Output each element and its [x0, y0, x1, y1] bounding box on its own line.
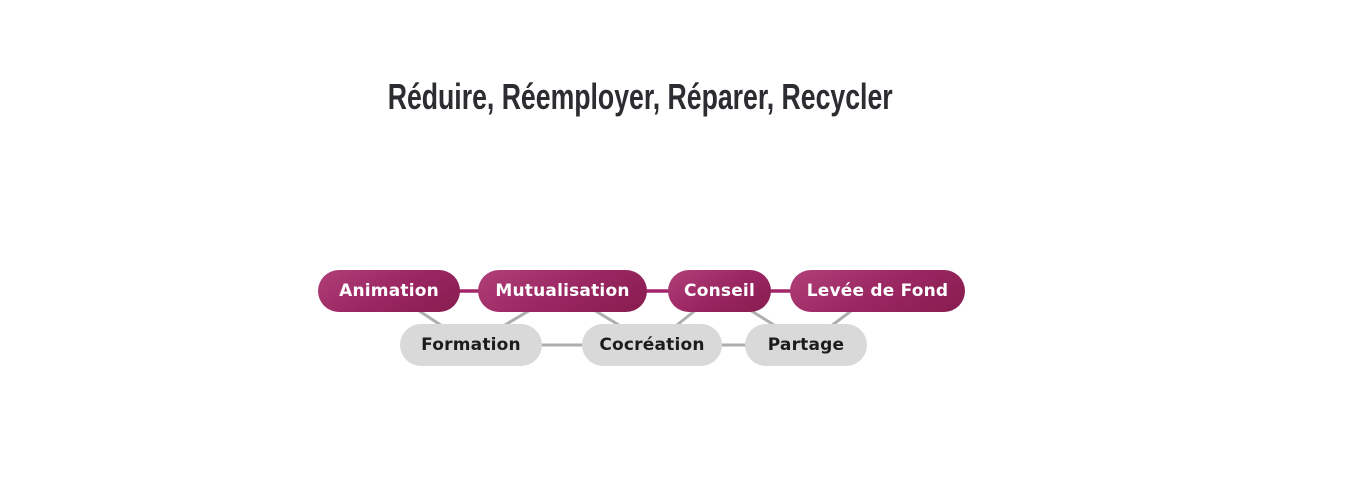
node-animation: Animation — [318, 270, 460, 312]
node-levee-de-fond: Levée de Fond — [790, 270, 965, 312]
node-label: Cocréation — [599, 335, 705, 355]
node-label: Conseil — [684, 281, 755, 301]
node-mutualisation: Mutualisation — [478, 270, 647, 312]
node-label: Levée de Fond — [806, 281, 949, 301]
page-title: Réduire, Réemployer, Réparer, Recycler — [0, 79, 1281, 115]
node-conseil: Conseil — [668, 270, 771, 312]
node-label: Formation — [421, 335, 521, 355]
node-label: Partage — [767, 335, 845, 355]
node-formation: Formation — [400, 324, 542, 366]
node-cocreation: Cocréation — [582, 324, 722, 366]
node-label: Mutualisation — [495, 281, 630, 301]
page-title-text: Réduire, Réemployer, Réparer, Recycler — [388, 76, 893, 117]
node-label: Animation — [339, 281, 439, 301]
node-partage: Partage — [745, 324, 867, 366]
